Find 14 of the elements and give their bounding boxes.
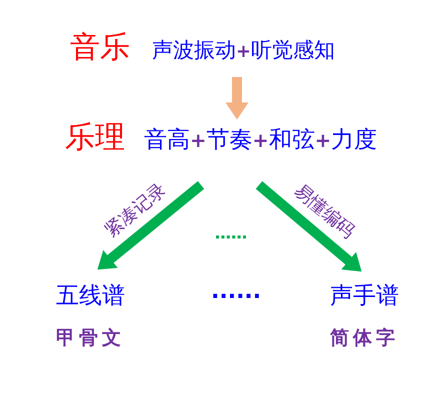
block-arrow bbox=[97, 181, 204, 270]
ellipsis-text: ...... bbox=[211, 279, 262, 306]
formula-text: 声波振动+听觉感知 bbox=[152, 38, 335, 64]
analogy-label: 甲骨文 bbox=[56, 326, 125, 350]
block-arrow bbox=[256, 181, 362, 272]
edge-label: 易懂编码 bbox=[290, 181, 358, 244]
edge-label: 紧凑记录 bbox=[101, 180, 170, 242]
block-arrow bbox=[226, 77, 248, 120]
topic-title: 音乐 bbox=[70, 30, 130, 66]
analogy-label: 简体字 bbox=[330, 326, 399, 350]
notation-name: 五线谱 bbox=[56, 283, 125, 311]
formula-text: 音高+节奏+和弦+力度 bbox=[144, 127, 378, 155]
notation-name: 声手谱 bbox=[330, 283, 399, 311]
topic-title: 乐理 bbox=[65, 120, 125, 156]
